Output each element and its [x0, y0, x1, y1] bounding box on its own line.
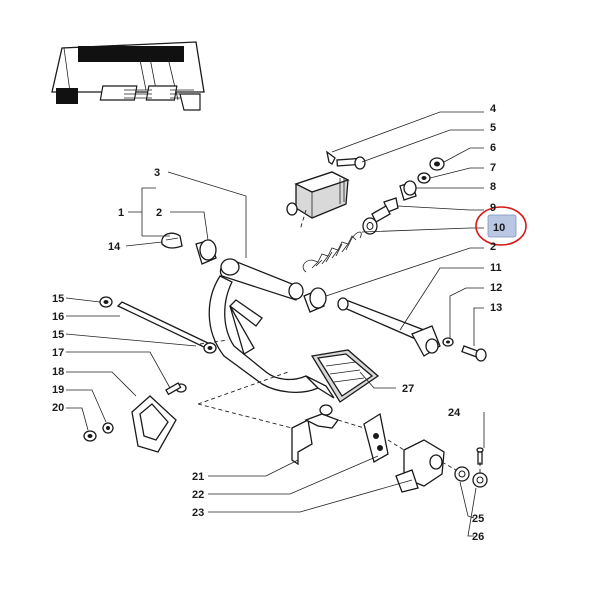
callout-25[interactable]: 25 — [472, 513, 484, 525]
bolt-4 — [326, 150, 366, 170]
callout-24[interactable]: 24 — [448, 407, 461, 419]
callout-6[interactable]: 6 — [490, 142, 496, 154]
washer-12 — [442, 337, 454, 347]
callout-3[interactable]: 3 — [154, 167, 160, 179]
callout-26[interactable]: 26 — [472, 531, 484, 543]
callout-5[interactable]: 5 — [490, 122, 496, 134]
washer-19 — [102, 422, 114, 434]
nut-20 — [83, 430, 97, 442]
nut-15-bottom — [203, 342, 217, 354]
shaft-11 — [337, 297, 441, 357]
callout-15-bottom[interactable]: 15 — [52, 329, 64, 341]
bracket-21 — [291, 404, 340, 466]
callout-9[interactable]: 9 — [490, 202, 496, 214]
callout-13[interactable]: 13 — [490, 302, 502, 314]
callout-2-right[interactable]: 2 — [490, 241, 496, 253]
callout-numbers: 1 2 3 14 4 5 6 7 8 9 10 2 11 12 13 15 16… — [52, 103, 505, 543]
circlip-26 — [472, 472, 488, 488]
clevis-bracket — [286, 171, 350, 219]
clip-14 — [161, 232, 183, 249]
bushing-2-left — [195, 239, 217, 265]
callout-15-top[interactable]: 15 — [52, 293, 64, 305]
callout-2-left[interactable]: 2 — [156, 207, 162, 219]
callout-22[interactable]: 22 — [192, 489, 204, 501]
callout-17[interactable]: 17 — [52, 347, 64, 359]
pedal-pad-27 — [305, 349, 380, 403]
highlight-part-10 — [475, 206, 527, 246]
callout-11[interactable]: 11 — [490, 262, 502, 274]
assembly-dashed-lines — [197, 209, 481, 474]
pivot-23 — [395, 439, 445, 493]
rod-16 — [116, 301, 212, 349]
leader-lines — [65, 111, 485, 537]
plate-18 — [131, 395, 177, 453]
callout-21[interactable]: 21 — [192, 471, 204, 483]
callout-10[interactable]: 10 — [493, 222, 505, 234]
callout-18[interactable]: 18 — [52, 366, 64, 378]
callout-12[interactable]: 12 — [490, 282, 502, 294]
highlight-box — [487, 214, 517, 238]
callout-8[interactable]: 8 — [490, 181, 496, 193]
callout-23[interactable]: 23 — [192, 507, 204, 519]
nut-6 — [429, 157, 445, 171]
bolt-17 — [165, 382, 187, 396]
washer-7 — [417, 172, 431, 184]
eye-rod-9 — [362, 197, 399, 235]
callout-1[interactable]: 1 — [118, 207, 124, 219]
bushing-2-right — [303, 287, 327, 313]
screw-24 — [476, 447, 484, 465]
bolt-13 — [461, 345, 487, 362]
return-spring — [302, 231, 362, 273]
plate-22 — [363, 412, 389, 463]
callout-20[interactable]: 20 — [52, 402, 64, 414]
inset-cab-thumbnail — [51, 41, 205, 111]
callout-14[interactable]: 14 — [108, 241, 121, 253]
callout-7[interactable]: 7 — [490, 162, 496, 174]
nut-15-top — [99, 296, 113, 308]
highlight-ring — [475, 206, 527, 246]
pedal-bracket-3 — [208, 258, 320, 394]
callout-19[interactable]: 19 — [52, 384, 64, 396]
callout-27[interactable]: 27 — [402, 383, 414, 395]
callout-16[interactable]: 16 — [52, 311, 64, 323]
bushing-8 — [399, 180, 417, 201]
callout-4[interactable]: 4 — [490, 103, 497, 115]
washer-25 — [454, 466, 470, 482]
